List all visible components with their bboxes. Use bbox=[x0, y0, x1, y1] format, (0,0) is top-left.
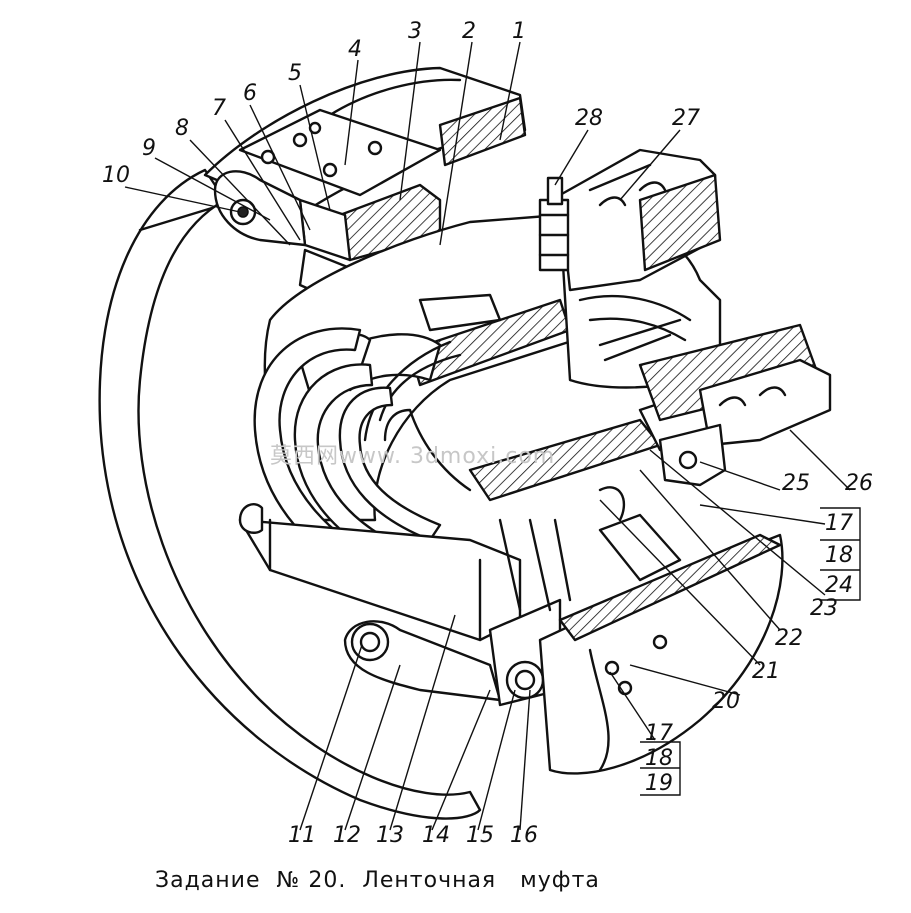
label-6: 6 bbox=[243, 81, 257, 106]
label-16: 16 bbox=[510, 823, 538, 848]
label-17-top: 17 bbox=[825, 511, 853, 536]
label-26: 26 bbox=[845, 471, 873, 496]
label-21: 21 bbox=[752, 659, 780, 684]
label-2: 2 bbox=[462, 19, 476, 44]
part-labels: 1 2 3 4 5 6 7 8 9 10 28 27 25 26 17 18 2… bbox=[102, 19, 873, 848]
label-1: 1 bbox=[512, 19, 526, 44]
watermark-text: 莫西网www. 3dmoxi.com bbox=[270, 444, 556, 469]
label-18-bottom: 18 bbox=[645, 746, 673, 771]
label-9: 9 bbox=[142, 136, 156, 161]
top-right-block bbox=[538, 148, 722, 292]
lower-drum bbox=[538, 486, 784, 775]
label-17-bottom: 17 bbox=[645, 721, 673, 746]
figure-caption: Задание № 20. Ленточная муфта bbox=[155, 868, 600, 893]
label-19: 19 bbox=[645, 771, 673, 796]
label-10: 10 bbox=[102, 163, 130, 188]
label-11: 11 bbox=[288, 823, 316, 848]
lower-lever bbox=[238, 503, 572, 707]
label-23: 23 bbox=[810, 596, 838, 621]
label-4: 4 bbox=[348, 37, 362, 62]
central-sleeve bbox=[468, 323, 832, 502]
label-25: 25 bbox=[782, 471, 810, 496]
label-22: 22 bbox=[775, 626, 803, 651]
label-5: 5 bbox=[288, 61, 302, 86]
label-13: 13 bbox=[376, 823, 404, 848]
label-15: 15 bbox=[466, 823, 494, 848]
friction-band bbox=[98, 168, 482, 820]
label-24: 24 bbox=[825, 573, 853, 598]
label-3: 3 bbox=[408, 19, 422, 44]
label-12: 12 bbox=[333, 823, 361, 848]
label-20: 20 bbox=[712, 689, 740, 714]
label-28: 28 bbox=[575, 106, 603, 131]
label-27: 27 bbox=[672, 106, 700, 131]
label-18-top: 18 bbox=[825, 543, 853, 568]
label-14: 14 bbox=[422, 823, 450, 848]
label-7: 7 bbox=[212, 96, 226, 121]
label-8: 8 bbox=[175, 116, 189, 141]
leader-lines bbox=[124, 41, 861, 831]
